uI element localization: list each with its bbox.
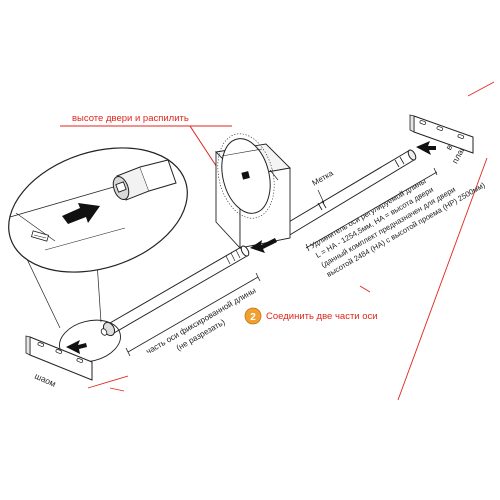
fixed-text: часть оси фиксированной длины (не разрез… [145,286,258,356]
cut-note-text: высоте двери и распилить [72,113,189,124]
magnifier-source-circle [59,319,121,363]
fixed-shaft [100,245,250,337]
left-mount-plate [25,335,93,381]
mark-notch [321,200,327,209]
arrow-icon [250,238,277,253]
svg-text:часть оси фиксированной длины: часть оси фиксированной длины [145,286,258,356]
extender-guide-tick [359,285,371,293]
right-guide-line [397,157,488,401]
arrow-icon [416,141,436,155]
mark-label: Метка [311,168,336,204]
right-mount-plate [409,114,474,154]
fixed-dimension [125,272,261,357]
arrow-icon [66,340,87,354]
magnifier-leader-right [96,261,102,323]
bottom-left-red-line [87,375,129,389]
bottom-left-label: шаом [33,371,57,389]
bottom-red-tick [109,387,125,392]
top-right-red-line [467,81,495,97]
saw-icon [215,133,291,250]
magnifier-callout [8,147,188,273]
step-instruction: Соединить две части оси [266,311,378,322]
extender-text: Удлинитель оси регулируемой длины L = HA… [309,176,487,278]
step-badge: 2 [244,307,262,325]
extender-dimension [305,167,438,252]
svg-text:Метка: Метка [311,168,336,187]
svg-text:2: 2 [250,312,256,323]
